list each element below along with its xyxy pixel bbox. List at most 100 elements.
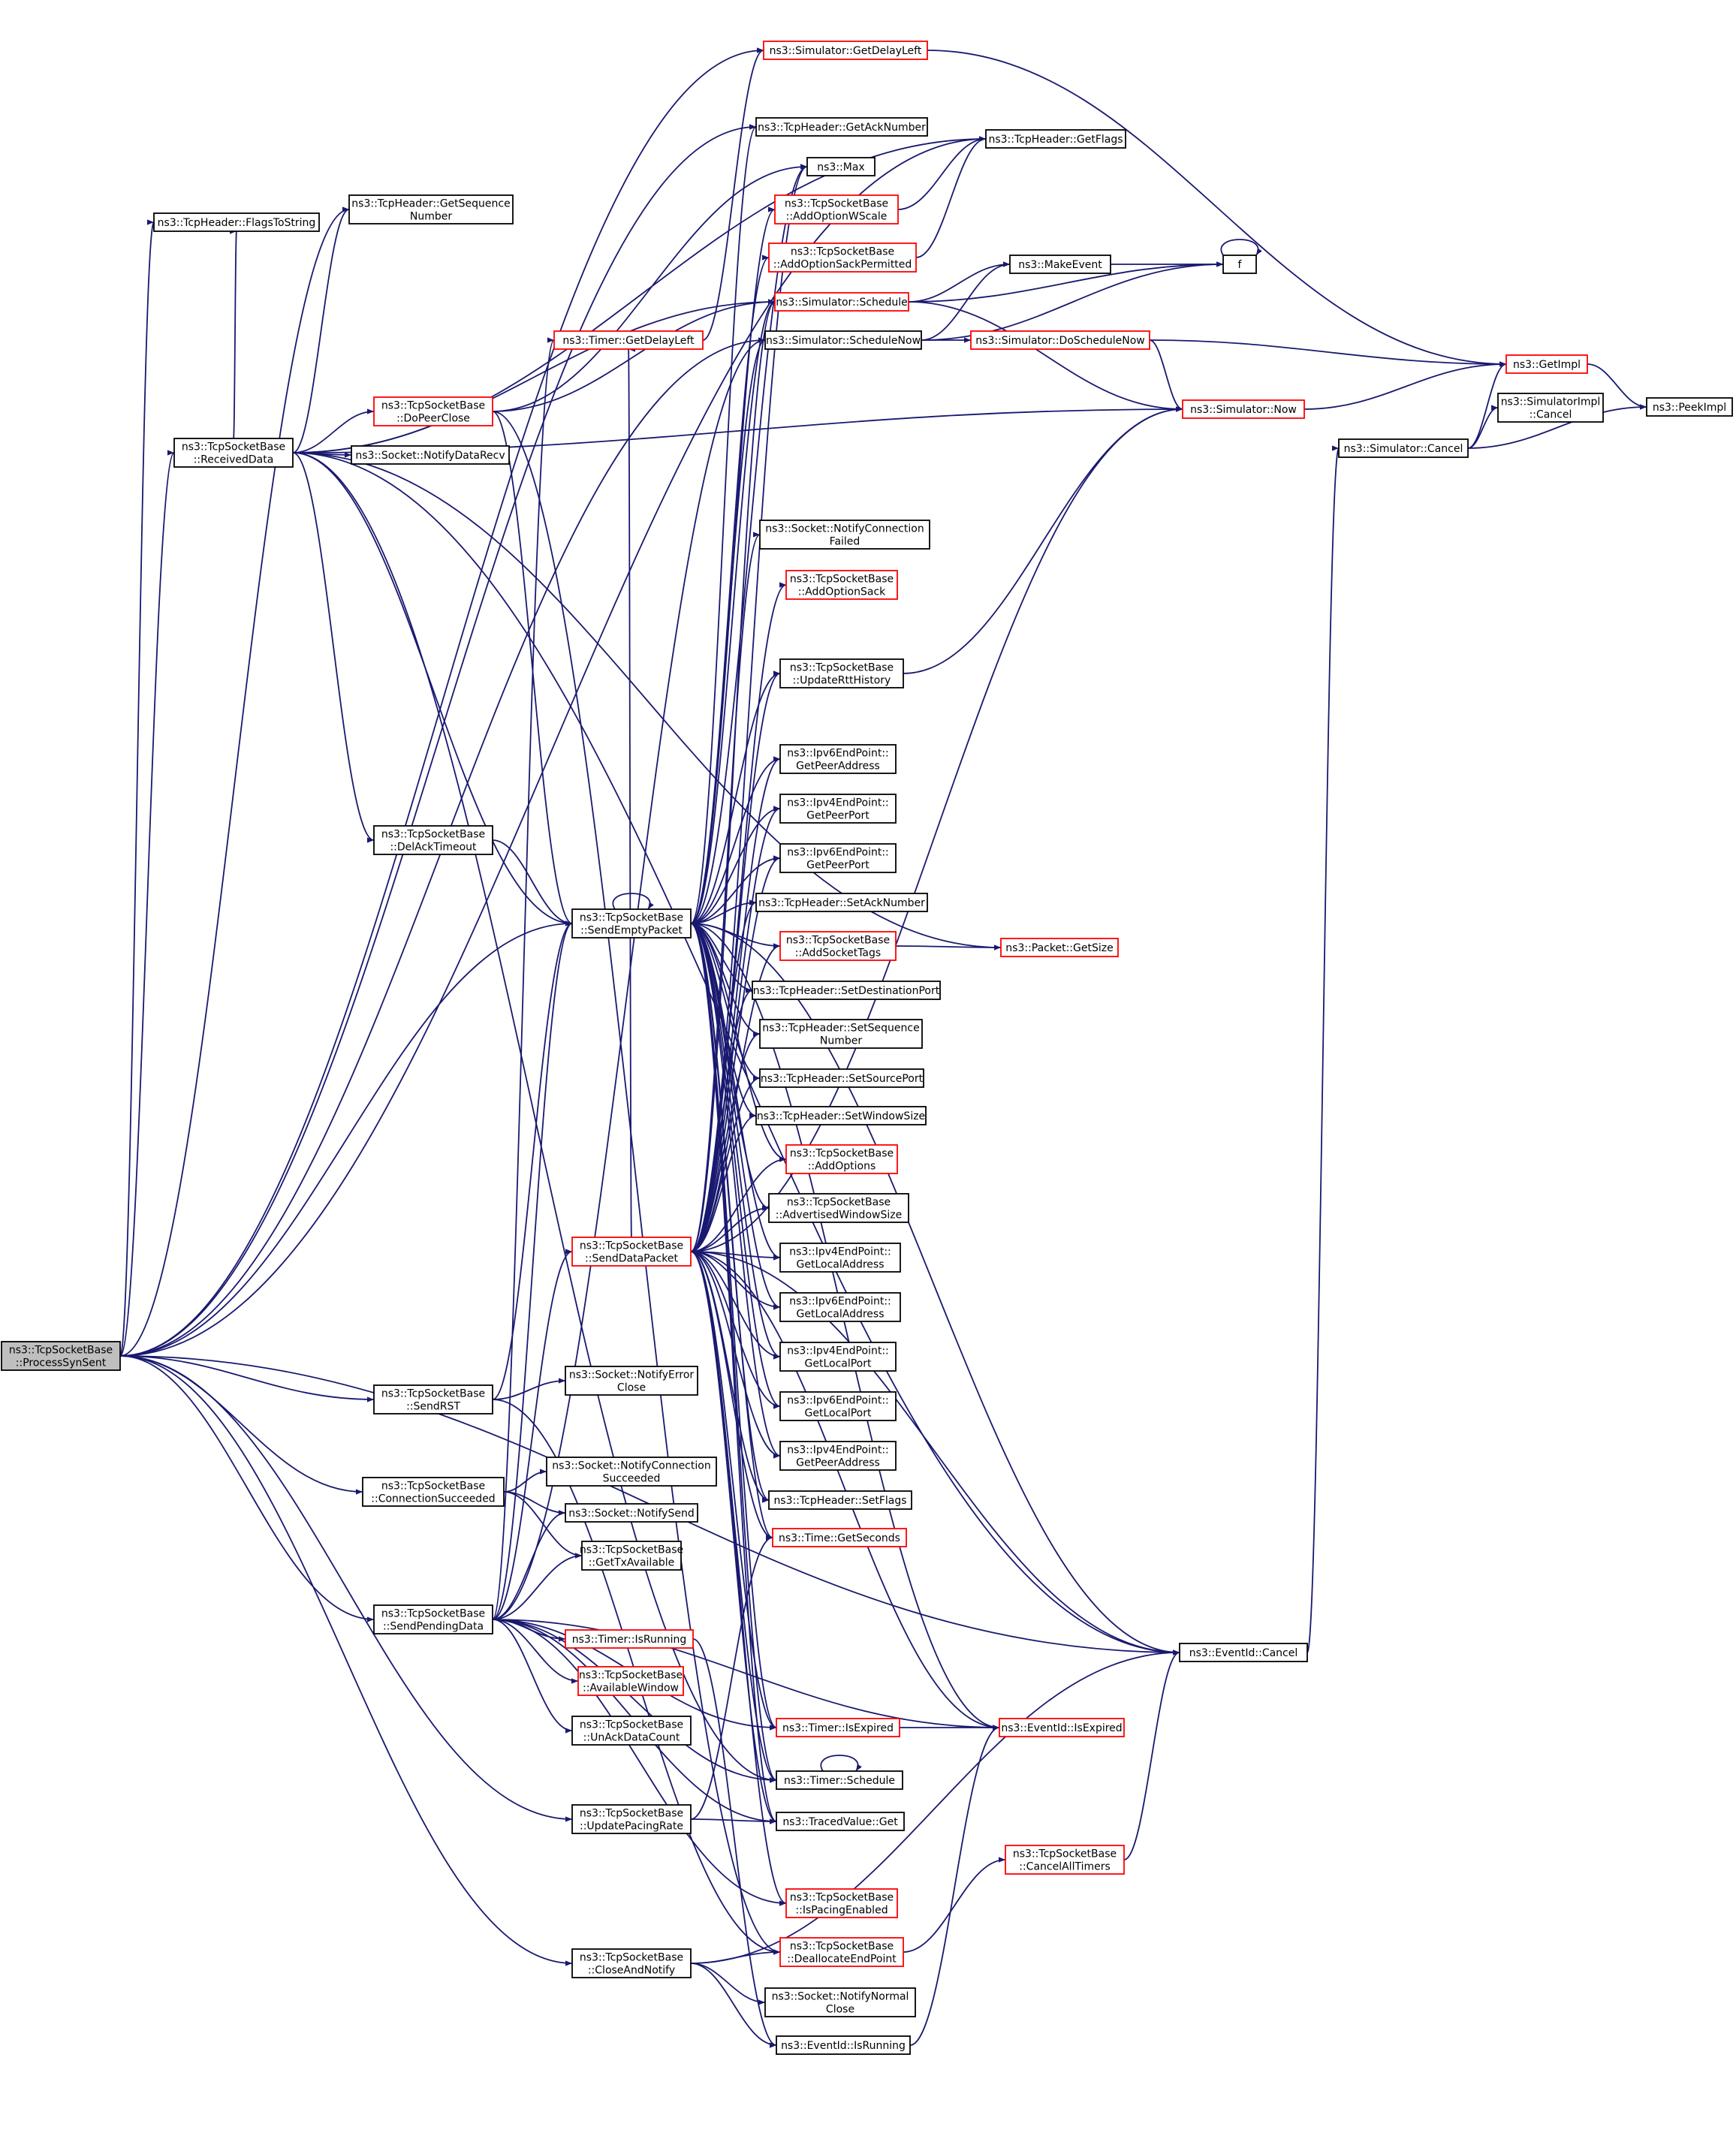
node-received-data[interactable]: ns3::TcpSocketBase::ReceivedData [173, 438, 294, 468]
node-label: ::SendRST [406, 1401, 460, 1413]
node-ipv6-get-peer-port[interactable]: ns3::Ipv6EndPoint::GetPeerPort [779, 843, 897, 873]
node-box [764, 1987, 916, 2017]
node-timer-is-expired[interactable]: ns3::Timer::IsExpired [776, 1718, 900, 1737]
node-eventid-is-running[interactable]: ns3::EventId::IsRunning [776, 2035, 911, 2055]
node-get-impl[interactable]: ns3::GetImpl [1505, 354, 1588, 374]
node-box [755, 1106, 927, 1125]
node-label: ns3::TcpHeader::GetSequence [351, 198, 510, 210]
node-sim-schedule-now[interactable]: ns3::Simulator::ScheduleNow [764, 330, 922, 350]
node-eventid-cancel[interactable]: ns3::EventId::Cancel [1179, 1643, 1308, 1662]
edge-send-pending-data-to-send-data-packet [492, 1249, 573, 1620]
node-max[interactable]: ns3::Max [806, 157, 876, 176]
node-ipv6-get-peer-address[interactable]: ns3::Ipv6EndPoint::GetPeerAddress [779, 744, 897, 774]
node-label: ns3::TcpSocketBase [381, 400, 485, 412]
node-label: ns3::Simulator::GetDelayLeft [770, 45, 922, 57]
node-add-options[interactable]: ns3::TcpSocketBase::AddOptions [785, 1144, 898, 1174]
node-time-get-seconds[interactable]: ns3::Time::GetSeconds [772, 1528, 907, 1547]
node-label: ::AddOptionSack [798, 586, 886, 598]
node-label: ns3::Socket::NotifyNormal [772, 1991, 909, 2003]
node-label: ns3::Timer::IsExpired [782, 1722, 894, 1734]
node-label: ns3::Socket::NotifyDataRecv [355, 450, 505, 462]
node-label: GetLocalAddress [797, 1309, 885, 1321]
node-is-pacing-enabled[interactable]: ns3::TcpSocketBase::IsPacingEnabled [785, 1888, 898, 1918]
node-deallocate-end-point[interactable]: ns3::TcpSocketBase::DeallocateEndPoint [779, 1937, 904, 1967]
node-set-flags[interactable]: ns3::TcpHeader::SetFlags [768, 1490, 912, 1510]
node-set-destination-port[interactable]: ns3::TcpHeader::SetDestinationPort [752, 981, 941, 1000]
node-eventid-is-expired[interactable]: ns3::EventId::IsExpired [999, 1718, 1125, 1737]
node-box [774, 292, 909, 312]
node-sim-schedule[interactable]: ns3::Simulator::Schedule [774, 292, 909, 312]
node-send-rst[interactable]: ns3::TcpSocketBase::SendRST [373, 1384, 493, 1414]
node-close-and-notify[interactable]: ns3::TcpSocketBase::CloseAndNotify [571, 1948, 692, 1978]
node-traced-value-get[interactable]: ns3::TracedValue::Get [776, 1812, 905, 1831]
node-box [759, 1019, 923, 1049]
node-available-window[interactable]: ns3::TcpSocketBase::AvailableWindow [577, 1666, 684, 1696]
node-update-pacing-rate[interactable]: ns3::TcpSocketBase::UpdatePacingRate [571, 1804, 692, 1834]
edge-send-data-packet-to-set-source-port [690, 1075, 761, 1252]
node-set-ack-number[interactable]: ns3::TcpHeader::SetAckNumber [755, 893, 928, 912]
node-box [985, 129, 1126, 149]
node-do-peer-close[interactable]: ns3::TcpSocketBase::DoPeerClose [373, 396, 493, 426]
edge-send-empty-packet-to-ipv4-get-peer-port [690, 806, 781, 924]
node-cancel-all-timers[interactable]: ns3::TcpSocketBase::CancelAllTimers [1005, 1845, 1125, 1875]
node-add-option-wscale[interactable]: ns3::TcpSocketBase::AddOptionWScale [774, 194, 899, 224]
node-ipv6-get-local-address[interactable]: ns3::Ipv6EndPoint::GetLocalAddress [779, 1292, 901, 1322]
node-get-ack-number[interactable]: ns3::TcpHeader::GetAckNumber [755, 117, 928, 137]
node-box [779, 794, 897, 824]
node-ipv4-get-local-port[interactable]: ns3::Ipv4EndPoint::GetLocalPort [779, 1342, 897, 1372]
node-sim-now[interactable]: ns3::Simulator::Now [1182, 399, 1305, 419]
node-sim-cancel[interactable]: ns3::Simulator::Cancel [1338, 438, 1469, 458]
node-advertised-window-size[interactable]: ns3::TcpSocketBase::AdvertisedWindowSize [768, 1193, 909, 1223]
node-simulator-impl-cancel[interactable]: ns3::SimulatorImpl::Cancel [1497, 393, 1604, 423]
node-del-ack-timeout[interactable]: ns3::TcpSocketBase::DelAckTimeout [373, 825, 493, 855]
node-add-option-sack-permitted[interactable]: ns3::TcpSocketBase::AddOptionSackPermitt… [768, 243, 917, 273]
node-send-data-packet[interactable]: ns3::TcpSocketBase::SendDataPacket [571, 1237, 692, 1267]
edge-sim-schedule-to-make-event [908, 261, 1011, 303]
node-f[interactable]: f [1222, 255, 1257, 274]
node-box [999, 1718, 1125, 1737]
node-packet-get-size[interactable]: ns3::Packet::GetSize [1000, 938, 1119, 957]
node-sim-do-schedule-now[interactable]: ns3::Simulator::DoScheduleNow [970, 330, 1150, 350]
node-get-flags[interactable]: ns3::TcpHeader::GetFlags [985, 129, 1126, 149]
edge-send-empty-packet-to-send-empty-packet [612, 893, 654, 910]
node-root[interactable]: ns3::TcpSocketBase::ProcessSynSent [1, 1341, 121, 1371]
node-set-source-port[interactable]: ns3::TcpHeader::SetSourcePort [759, 1068, 924, 1088]
node-un-ack-data-count[interactable]: ns3::TcpSocketBase::UnAckDataCount [571, 1716, 692, 1746]
node-update-rtt-history[interactable]: ns3::TcpSocketBase::UpdateRttHistory [779, 658, 904, 688]
node-box [768, 1490, 912, 1510]
node-flags-to-string[interactable]: ns3::TcpHeader::FlagsToString [153, 212, 320, 232]
node-add-option-sack[interactable]: ns3::TcpSocketBase::AddOptionSack [785, 570, 898, 600]
node-set-window-size[interactable]: ns3::TcpHeader::SetWindowSize [755, 1106, 927, 1125]
edge-send-empty-packet-to-sim-schedule-now [690, 337, 766, 924]
edge-send-pending-data-to-un-ack-data-count [492, 1619, 573, 1734]
node-add-socket-tags[interactable]: ns3::TcpSocketBase::AddSocketTags [779, 931, 897, 961]
node-connection-succeeded[interactable]: ns3::TcpSocketBase::ConnectionSucceeded [362, 1477, 505, 1507]
node-sim-get-delay-left[interactable]: ns3::Simulator::GetDelayLeft [763, 41, 928, 60]
node-send-empty-packet[interactable]: ns3::TcpSocketBase::SendEmptyPacket [571, 908, 692, 938]
node-send-pending-data[interactable]: ns3::TcpSocketBase::SendPendingData [373, 1604, 493, 1634]
node-timer-is-running[interactable]: ns3::Timer::IsRunning [565, 1629, 694, 1649]
node-ipv6-get-local-port[interactable]: ns3::Ipv6EndPoint::GetLocalPort [779, 1391, 897, 1421]
node-ipv4-get-peer-port[interactable]: ns3::Ipv4EndPoint::GetPeerPort [779, 794, 897, 824]
node-timer-get-delay-left[interactable]: ns3::Timer::GetDelayLeft [553, 330, 704, 350]
edge-send-pending-data-to-notify-send [492, 1510, 566, 1620]
node-label: ::UpdateRttHistory [793, 675, 891, 687]
node-ipv4-get-peer-address[interactable]: ns3::Ipv4EndPoint::GetPeerAddress [779, 1441, 897, 1471]
node-peek-impl[interactable]: ns3::PeekImpl [1646, 397, 1733, 417]
node-get-tx-available[interactable]: ns3::TcpSocketBase::GetTxAvailable [580, 1541, 683, 1571]
node-timer-schedule[interactable]: ns3::Timer::Schedule [776, 1770, 903, 1790]
edge-send-data-packet-to-ipv6-get-local-port [690, 1251, 781, 1409]
node-ipv4-get-local-address[interactable]: ns3::Ipv4EndPoint::GetLocalAddress [779, 1243, 901, 1273]
edge-received-data-to-send-empty-packet [292, 452, 573, 926]
node-notify-data-recv[interactable]: ns3::Socket::NotifyDataRecv [351, 445, 510, 465]
node-notify-send[interactable]: ns3::Socket::NotifySend [565, 1503, 698, 1523]
node-make-event[interactable]: ns3::MakeEvent [1009, 255, 1111, 274]
edge-sim-get-delay-left-to-get-impl [927, 50, 1507, 367]
